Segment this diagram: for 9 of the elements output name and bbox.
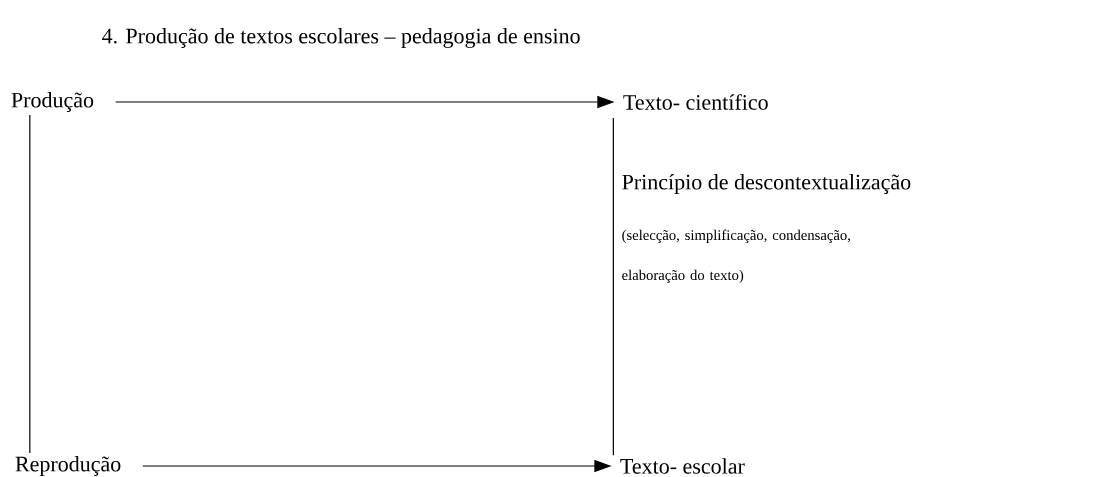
node-label: Produção (11, 92, 94, 112)
node-label: Texto- científico (623, 94, 768, 110)
connector-line (29, 114, 31, 454)
principle-text: Princípio de descontextualização (622, 174, 911, 194)
title: 4. Produção de textos escolares – pedagogia de ensino (102, 28, 580, 48)
node-label: Reprodução (15, 456, 121, 476)
connector-line (612, 117, 614, 456)
node-label: Texto- escolar (620, 458, 745, 474)
note-text: (selecção, simplificação, condensação, elaboração do texto) (622, 229, 850, 284)
